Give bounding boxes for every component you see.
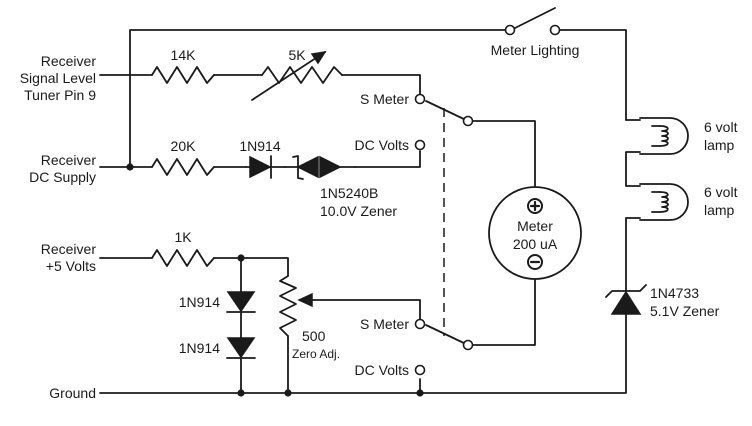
label-ground: Ground	[49, 385, 96, 401]
diode-1n914-top	[245, 155, 286, 179]
label-r5k: 5K	[288, 47, 306, 63]
variable-resistor-5k	[251, 51, 343, 101]
label-lamp2-line2: lamp	[704, 202, 735, 218]
label-r1k: 1K	[174, 229, 192, 245]
label-meter-name: Meter	[517, 218, 553, 234]
label-d1n914-b: 1N914	[179, 340, 220, 356]
label-dc-supply-line1: Receiver	[41, 152, 97, 168]
label-zener-right-line2: 5.1V Zener	[650, 303, 720, 319]
resistor-20k	[151, 158, 215, 176]
terminal-common-top	[462, 115, 474, 127]
label-plus5-line2: +5 Volts	[46, 258, 96, 274]
lamp-2	[639, 183, 689, 221]
label-zener-top-line2: 10.0V Zener	[320, 203, 397, 219]
terminal-dc-volts-bottom	[414, 364, 426, 376]
meter-200ua	[488, 186, 582, 280]
resistor-14k	[151, 66, 215, 84]
terminal-s-meter-bottom	[414, 318, 426, 330]
terminal-common-bottom	[462, 339, 474, 351]
terminal-s-meter-top	[414, 93, 426, 105]
lamp-1	[639, 117, 689, 155]
label-s-meter-top: S Meter	[360, 91, 409, 107]
meter-mode-switch[interactable]	[414, 93, 474, 376]
label-d1n914-a: 1N914	[179, 294, 220, 310]
label-dc-supply-line2: DC Supply	[29, 169, 96, 185]
diode-1n914-upper	[226, 291, 256, 313]
label-s-meter-bottom: S Meter	[360, 316, 409, 332]
label-r14k: 14K	[171, 47, 197, 63]
terminal-dc-volts-top	[414, 139, 426, 151]
label-signal-level-line1: Receiver	[41, 53, 97, 69]
label-meter-rating: 200 uA	[513, 236, 558, 252]
label-lamp1-line1: 6 volt	[704, 119, 738, 135]
diode-1n914-lower	[226, 337, 256, 359]
label-r20k: 20K	[171, 138, 197, 154]
label-signal-level-line3: Tuner Pin 9	[24, 87, 96, 103]
meter-lighting-switch[interactable]	[504, 7, 561, 36]
label-zener-right-line1: 1N4733	[650, 285, 699, 301]
label-dc-volts-top: DC Volts	[355, 137, 409, 153]
resistor-1k	[151, 249, 215, 267]
zener-1n4733	[605, 284, 647, 315]
label-zener-top-line1: 1N5240B	[320, 185, 378, 201]
zener-1n5240b	[284, 155, 356, 180]
label-d1n914-top: 1N914	[239, 138, 280, 154]
label-meter-lighting: Meter Lighting	[491, 42, 580, 58]
label-lamp1-line2: lamp	[704, 137, 735, 153]
potentiometer-500	[279, 275, 313, 337]
label-signal-level-line2: Signal Level	[20, 70, 96, 86]
label-dc-volts-bottom: DC Volts	[355, 362, 409, 378]
junction-dots	[126, 163, 424, 397]
label-plus5-line1: Receiver	[41, 241, 97, 257]
label-pot-name: Zero Adj.	[292, 347, 340, 361]
label-lamp2-line1: 6 volt	[704, 184, 738, 200]
label-pot-value: 500	[302, 328, 326, 344]
